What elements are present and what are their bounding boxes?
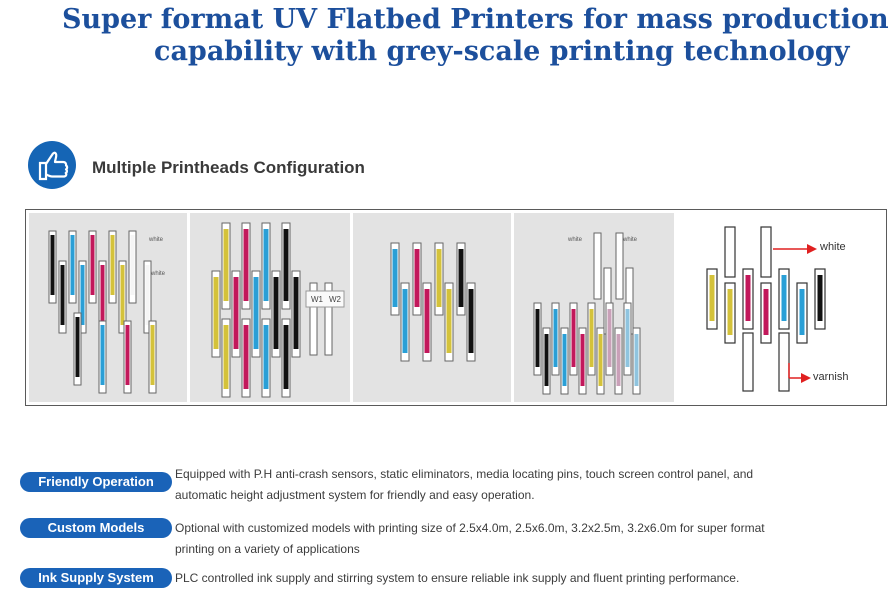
feature-text-friendly-operation: Equipped with P.H anti-crash sensors, st… xyxy=(175,464,886,506)
panel-2-label-1: W1 xyxy=(311,295,323,304)
panel-4-label-1: white xyxy=(568,237,583,243)
page-title-line-2: capability with grey-scale printing tech… xyxy=(154,36,850,67)
printhead-panel-5: white varnish xyxy=(677,213,883,402)
feature-badge-friendly-operation: Friendly Operation xyxy=(20,472,172,492)
feature-text-line: automatic height adjustment system for f… xyxy=(175,488,535,502)
feature-badge-custom-models: Custom Models xyxy=(20,518,172,538)
printhead-panel-1: white white xyxy=(29,213,187,402)
printhead-panel-4: white white xyxy=(514,213,674,402)
panel-2-label-2: W2 xyxy=(329,295,341,304)
printhead-panel-2: W1 W2 xyxy=(190,213,350,402)
thumbs-up-icon xyxy=(28,141,76,189)
printhead-config-strip: white white W1 W2 xyxy=(25,209,887,406)
feature-text-line: PLC controlled ink supply and stirring s… xyxy=(175,571,740,585)
feature-text-custom-models: Optional with customized models with pri… xyxy=(175,518,886,560)
section-title: Multiple Printheads Configuration xyxy=(92,158,365,177)
section-header: Multiple Printheads Configuration xyxy=(28,141,528,189)
feature-text-ink-supply-system: PLC controlled ink supply and stirring s… xyxy=(175,568,886,589)
feature-text-line: Equipped with P.H anti-crash sensors, st… xyxy=(175,467,754,481)
panel-5-label-varnish: varnish xyxy=(813,371,849,383)
feature-text-line: Optional with customized models with pri… xyxy=(175,521,765,535)
page-title-line-1: Super format UV Flatbed Printers for mas… xyxy=(62,4,889,35)
page-title: Super format UV Flatbed Printers for mas… xyxy=(0,4,890,68)
printhead-panel-3 xyxy=(353,213,511,402)
feature-badge-ink-supply-system: Ink Supply System xyxy=(20,568,172,588)
panel-5-label-white: white xyxy=(820,241,846,253)
feature-text-line: printing on a variety of applications xyxy=(175,542,360,556)
panel-1-label-2: white xyxy=(151,271,166,277)
panel-1-label-1: white xyxy=(149,237,164,243)
panel-4-label-2: white xyxy=(623,237,638,243)
